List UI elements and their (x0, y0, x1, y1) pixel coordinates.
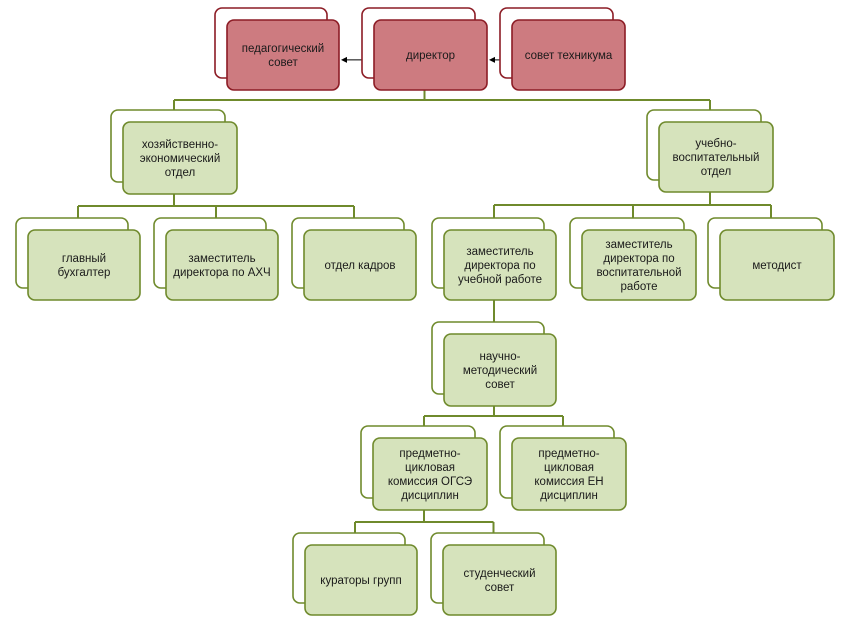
node-zam-vr: заместитель директора по воспитательной раб… (569, 217, 697, 301)
node-label-line: директора по (603, 253, 674, 265)
connector-lines (77, 90, 772, 533)
node-label-line: директора по АХЧ (173, 267, 270, 279)
arrow-head-left (341, 56, 347, 63)
node-label-line: директор (406, 50, 455, 62)
node-label-line: предметно- (399, 448, 460, 460)
node-label: предметно-цикловая комиссия ОГСЭ дисциплин (388, 448, 472, 502)
node-box (511, 19, 626, 91)
node-label-line: заместитель (466, 246, 533, 258)
node-label-line: директора по (464, 260, 535, 272)
node-label: совет техникума (525, 50, 613, 62)
node-label-line: отдел кадров (325, 260, 396, 272)
node-label-line: студенческий (464, 568, 536, 580)
org-nodes: педагогический совет директор совет технику… (15, 7, 835, 616)
node-label-line: дисциплин (540, 490, 598, 502)
node-box (372, 437, 488, 511)
node-label: педагогический совет (242, 43, 324, 69)
node-label: директор (406, 50, 455, 62)
node-label: заместитель директора по учебной работе (458, 246, 542, 286)
node-label: методист (752, 260, 802, 272)
node-label-line: отдел (701, 166, 731, 178)
node-label-line: методист (752, 260, 802, 272)
node-label-line: совет (485, 582, 515, 594)
node-box (443, 333, 557, 407)
node-label: учебно-воспитательный отдел (673, 138, 760, 178)
node-label: научно-методический совет (463, 351, 537, 391)
node-metodist: методист (707, 217, 835, 301)
node-box (443, 229, 557, 301)
node-box (373, 19, 488, 91)
node-label-line: педагогический (242, 43, 324, 55)
node-label-line: предметно- (538, 448, 599, 460)
node-sovet-tech: совет техникума (499, 7, 626, 91)
node-label-line: воспитательной (596, 267, 681, 279)
node-box (581, 229, 697, 301)
arrow-head-left (489, 56, 495, 63)
node-label: хозяйственно-экономический отдел (140, 139, 221, 179)
node-label-line: научно- (480, 351, 521, 363)
node-ucheb: учебно-воспитательный отдел (646, 109, 774, 193)
node-label-line: дисциплин (401, 490, 459, 502)
node-label: предметно-цикловая комиссия ЕН дисциплин (534, 448, 603, 502)
node-label-line: учебной работе (458, 274, 542, 286)
node-nms: научно-методический совет (431, 321, 557, 407)
node-label-line: совет (268, 57, 298, 69)
node-label-line: хозяйственно- (142, 139, 218, 151)
node-kadry: отдел кадров (291, 217, 417, 301)
node-label: отдел кадров (325, 260, 396, 272)
node-box (303, 229, 417, 301)
node-label: кураторы групп (320, 575, 401, 587)
node-pck-en: предметно-цикловая комиссия ЕН дисциплин (499, 425, 627, 511)
node-label-line: бухгалтер (58, 267, 111, 279)
node-box (719, 229, 835, 301)
node-label-line: воспитательный (673, 152, 760, 164)
node-label-line: комиссия ОГСЭ (388, 476, 472, 488)
node-label-line: цикловая (544, 462, 594, 474)
node-label: заместитель директора по АХЧ (173, 253, 270, 279)
node-label: главный бухгалтер (58, 253, 111, 279)
node-label: заместитель директора по воспитательной раб… (596, 239, 681, 293)
node-director: директор (361, 7, 488, 91)
node-label-line: методический (463, 365, 537, 377)
node-box (165, 229, 279, 301)
node-label: студенческий совет (464, 568, 536, 594)
node-zam-ahch: заместитель директора по АХЧ (153, 217, 279, 301)
node-kuratory: кураторы групп (292, 532, 418, 616)
node-pedsovet: педагогический совет (214, 7, 340, 91)
node-label-line: работе (620, 281, 657, 293)
node-label-line: совет (485, 379, 515, 391)
node-zam-ur: заместитель директора по учебной работе (431, 217, 557, 301)
node-buh: главный бухгалтер (15, 217, 141, 301)
node-box (226, 19, 340, 91)
node-box (122, 121, 238, 195)
node-label-line: заместитель (605, 239, 672, 251)
node-label-line: отдел (165, 167, 195, 179)
node-box (442, 544, 557, 616)
node-label-line: комиссия ЕН (534, 476, 603, 488)
node-hoz: хозяйственно-экономический отдел (110, 109, 238, 195)
node-box (27, 229, 141, 301)
node-label-line: экономический (140, 153, 221, 165)
node-stud: студенческий совет (430, 532, 557, 616)
node-label-line: главный (62, 253, 106, 265)
node-pck-ogse: предметно-цикловая комиссия ОГСЭ дисциплин (360, 425, 488, 511)
node-box (304, 544, 418, 616)
node-box (511, 437, 627, 511)
node-label-line: учебно- (695, 138, 736, 150)
node-label-line: заместитель (188, 253, 255, 265)
node-box (658, 121, 774, 193)
node-label-line: цикловая (405, 462, 455, 474)
node-label-line: совет техникума (525, 50, 613, 62)
node-label-line: кураторы групп (320, 575, 401, 587)
